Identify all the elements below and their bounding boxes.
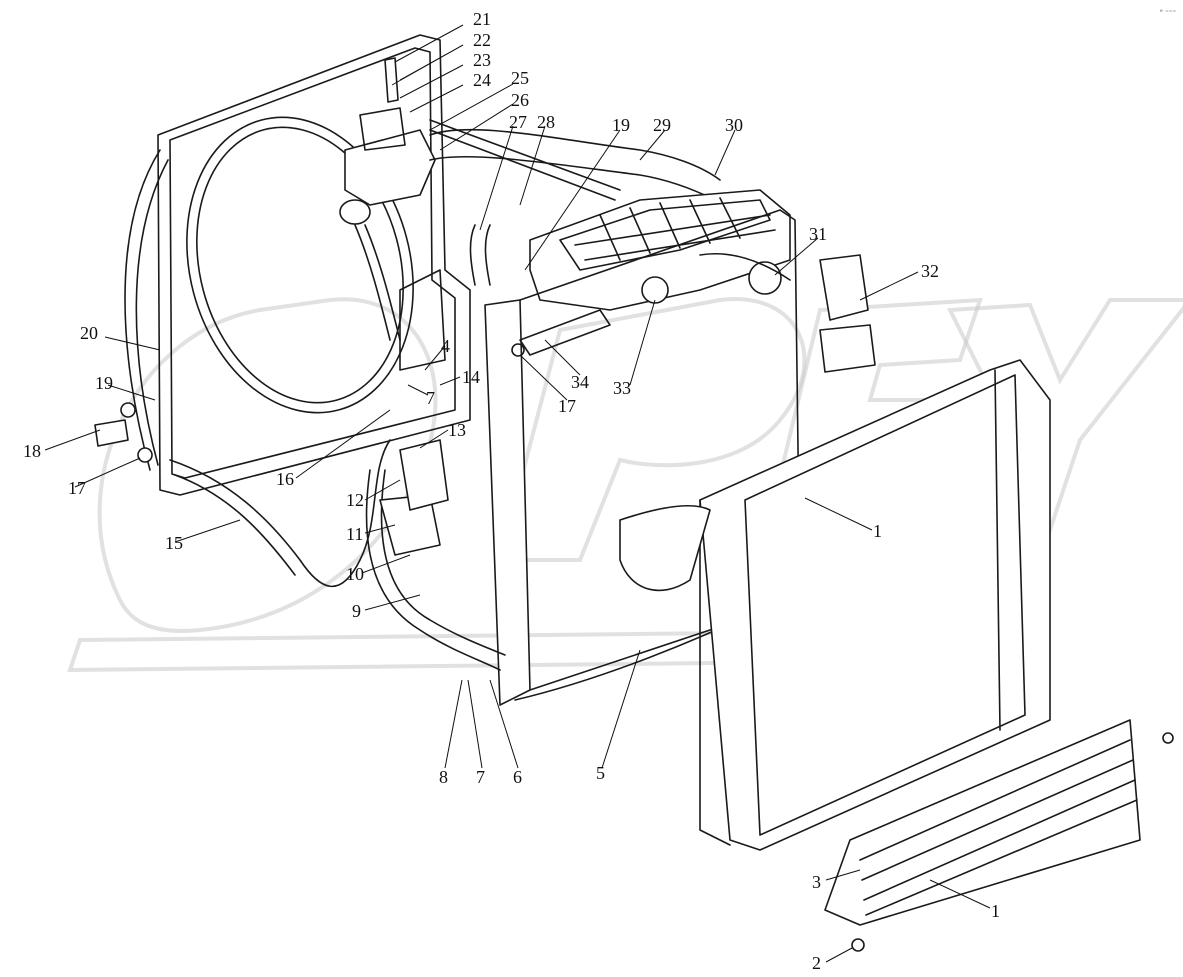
callout-20: 20 <box>80 323 98 343</box>
callout-7-lower: 7 <box>476 767 485 787</box>
callout-1-lower: 1 <box>991 901 1000 921</box>
callout-22: 22 <box>473 30 491 50</box>
callout-16: 16 <box>276 469 294 489</box>
callout-9: 9 <box>352 601 361 621</box>
callout-5: 5 <box>596 763 605 783</box>
callout-13: 13 <box>448 420 466 440</box>
small-hose-27 <box>469 224 491 286</box>
callout-26: 26 <box>511 90 529 110</box>
callout-18: 18 <box>23 441 41 461</box>
leader-lines <box>44 24 991 963</box>
callout-17-left: 17 <box>68 478 86 498</box>
callout-34: 34 <box>571 372 589 392</box>
callout-33: 33 <box>613 378 631 398</box>
callout-19-left: 19 <box>95 373 113 393</box>
radiator-core <box>484 209 801 706</box>
callout-21: 21 <box>473 9 491 29</box>
callout-4: 4 <box>441 336 450 356</box>
brackets-11-13 <box>379 439 449 556</box>
callout-7-upper: 7 <box>426 388 435 408</box>
callout-32: 32 <box>921 261 939 281</box>
callout-29: 29 <box>653 115 671 135</box>
callout-19-top: 19 <box>612 115 630 135</box>
upper-hose <box>429 119 721 201</box>
callout-25: 25 <box>511 68 529 88</box>
callout-11: 11 <box>346 524 363 544</box>
callout-30: 30 <box>725 115 743 135</box>
expansion-tank <box>529 189 791 311</box>
callout-15: 15 <box>165 533 183 553</box>
lower-cover <box>824 719 1174 952</box>
callout-28: 28 <box>537 112 555 132</box>
callout-14: 14 <box>462 367 480 387</box>
fan-shroud <box>124 34 471 496</box>
callout-8: 8 <box>439 767 448 787</box>
callout-2: 2 <box>812 953 821 973</box>
callout-6: 6 <box>513 767 522 787</box>
callout-10: 10 <box>346 564 364 584</box>
callout-23: 23 <box>473 50 491 70</box>
callout-17-mid: 17 <box>558 396 576 416</box>
lower-hoses <box>94 402 506 671</box>
bracket-32 <box>819 254 876 373</box>
corner-mark: ₑ ₌₌₌ <box>1160 6 1177 14</box>
callout-labels: 21 22 23 24 25 26 27 28 19 29 30 31 32 2… <box>23 9 1000 973</box>
callout-27: 27 <box>509 112 527 132</box>
callout-31: 31 <box>809 224 827 244</box>
charge-air-cooler <box>619 359 1051 851</box>
thermostat-housing <box>339 57 436 341</box>
callout-3: 3 <box>812 872 821 892</box>
callout-1-upper: 1 <box>873 521 882 541</box>
callout-24: 24 <box>473 70 491 90</box>
callout-12: 12 <box>346 490 364 510</box>
